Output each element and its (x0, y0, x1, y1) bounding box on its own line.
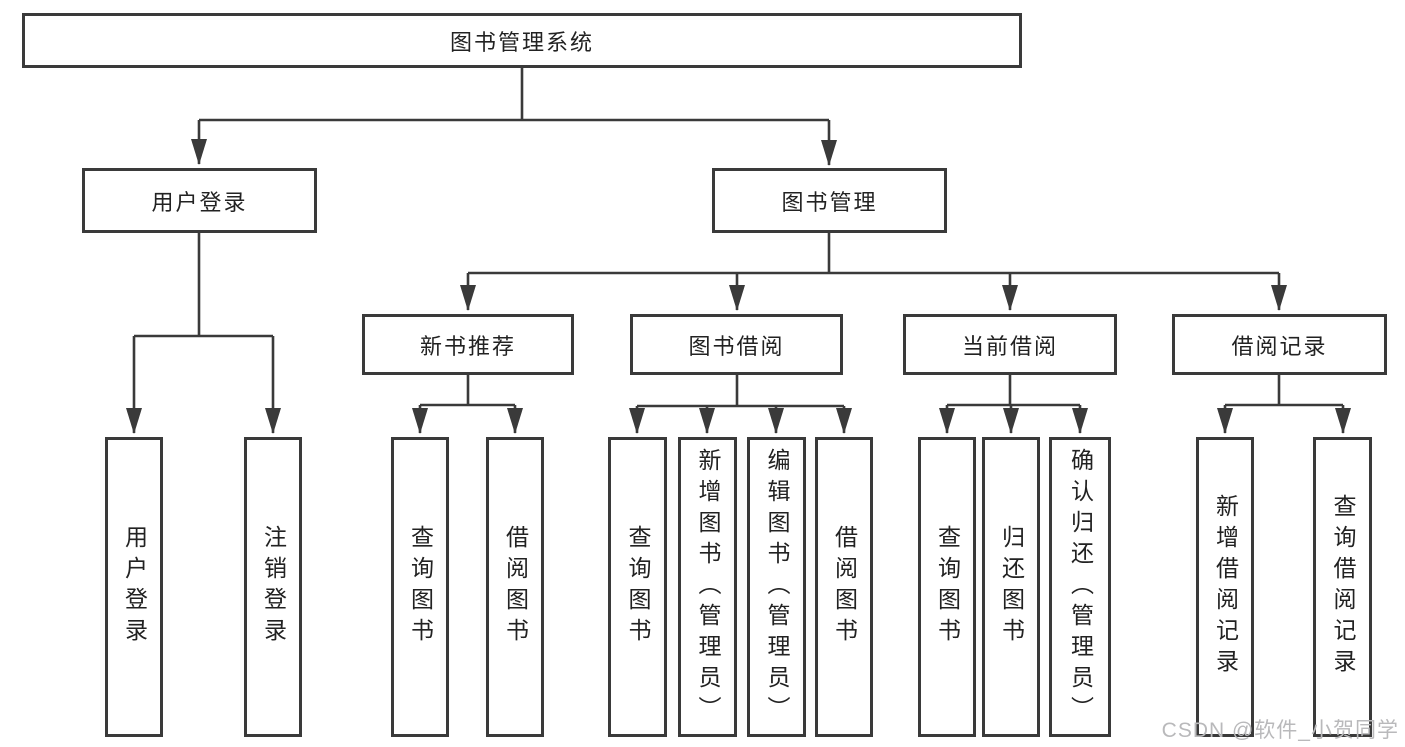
connector-book-management-trunk (468, 233, 1279, 275)
leaf-user-login-label: 用户登录 (121, 525, 148, 649)
node-user-login: 用户登录 (82, 168, 317, 233)
leaf-add-borrow-record-label: 新增借阅记录 (1212, 494, 1239, 680)
node-user-login-label: 用户登录 (151, 189, 248, 215)
leaf-query-borrow-record-label: 查询借阅记录 (1330, 494, 1356, 680)
connector-user-login-trunk (134, 233, 273, 338)
node-book-management: 图书管理 (712, 168, 947, 233)
node-book-management-label: 图书管理 (781, 189, 878, 215)
leaf-query-book-3: 查询图书 (918, 437, 976, 737)
leaf-query-book-1: 查询图书 (391, 437, 449, 737)
leaf-confirm-return: 确认归还（管理员） (1049, 437, 1111, 737)
node-root: 图书管理系统 (22, 13, 1022, 68)
connector-root-trunk (199, 67, 829, 122)
leaf-query-borrow-record: 查询借阅记录 (1313, 437, 1372, 737)
connector-borrow-records-trunk (1225, 375, 1343, 407)
node-borrow-records: 借阅记录 (1172, 314, 1387, 375)
leaf-borrow-book-2-label: 借阅图书 (831, 525, 858, 649)
node-book-borrow-label: 图书借阅 (688, 333, 785, 359)
node-book-borrow: 图书借阅 (630, 314, 843, 375)
node-current-borrow-label: 当前借阅 (961, 333, 1058, 359)
leaf-edit-book: 编辑图书（管理员） (747, 437, 806, 737)
connector-new-book-trunk (420, 375, 515, 407)
leaf-user-login: 用户登录 (105, 437, 163, 737)
leaf-query-book-2: 查询图书 (608, 437, 667, 737)
leaf-borrow-book-1: 借阅图书 (486, 437, 544, 737)
leaf-add-borrow-record: 新增借阅记录 (1196, 437, 1254, 737)
watermark: CSDN @软件_小贺同学 (1161, 719, 1399, 742)
leaf-logout-label: 注销登录 (260, 525, 287, 649)
node-borrow-records-label: 借阅记录 (1231, 333, 1328, 359)
leaf-query-book-1-label: 查询图书 (407, 525, 434, 649)
node-new-book-recommend: 新书推荐 (362, 314, 574, 375)
leaf-borrow-book-1-label: 借阅图书 (502, 525, 529, 649)
node-new-book-recommend-label: 新书推荐 (419, 333, 516, 359)
leaf-borrow-book-2: 借阅图书 (815, 437, 873, 737)
node-current-borrow: 当前借阅 (903, 314, 1117, 375)
leaf-edit-book-label: 编辑图书（管理员） (764, 447, 790, 727)
connector-book-borrow-trunk (637, 375, 844, 408)
leaf-confirm-return-label: 确认归还（管理员） (1067, 447, 1094, 727)
leaf-return-book-label: 归还图书 (998, 525, 1025, 649)
connector-current-borrow-trunk (947, 375, 1080, 407)
leaf-add-book: 新增图书（管理员） (678, 437, 737, 737)
leaf-return-book: 归还图书 (982, 437, 1040, 737)
leaf-add-book-label: 新增图书（管理员） (695, 447, 721, 727)
leaf-query-book-3-label: 查询图书 (934, 525, 961, 649)
node-root-label: 图书管理系统 (449, 29, 594, 55)
leaf-logout: 注销登录 (244, 437, 302, 737)
leaf-query-book-2-label: 查询图书 (625, 525, 651, 649)
